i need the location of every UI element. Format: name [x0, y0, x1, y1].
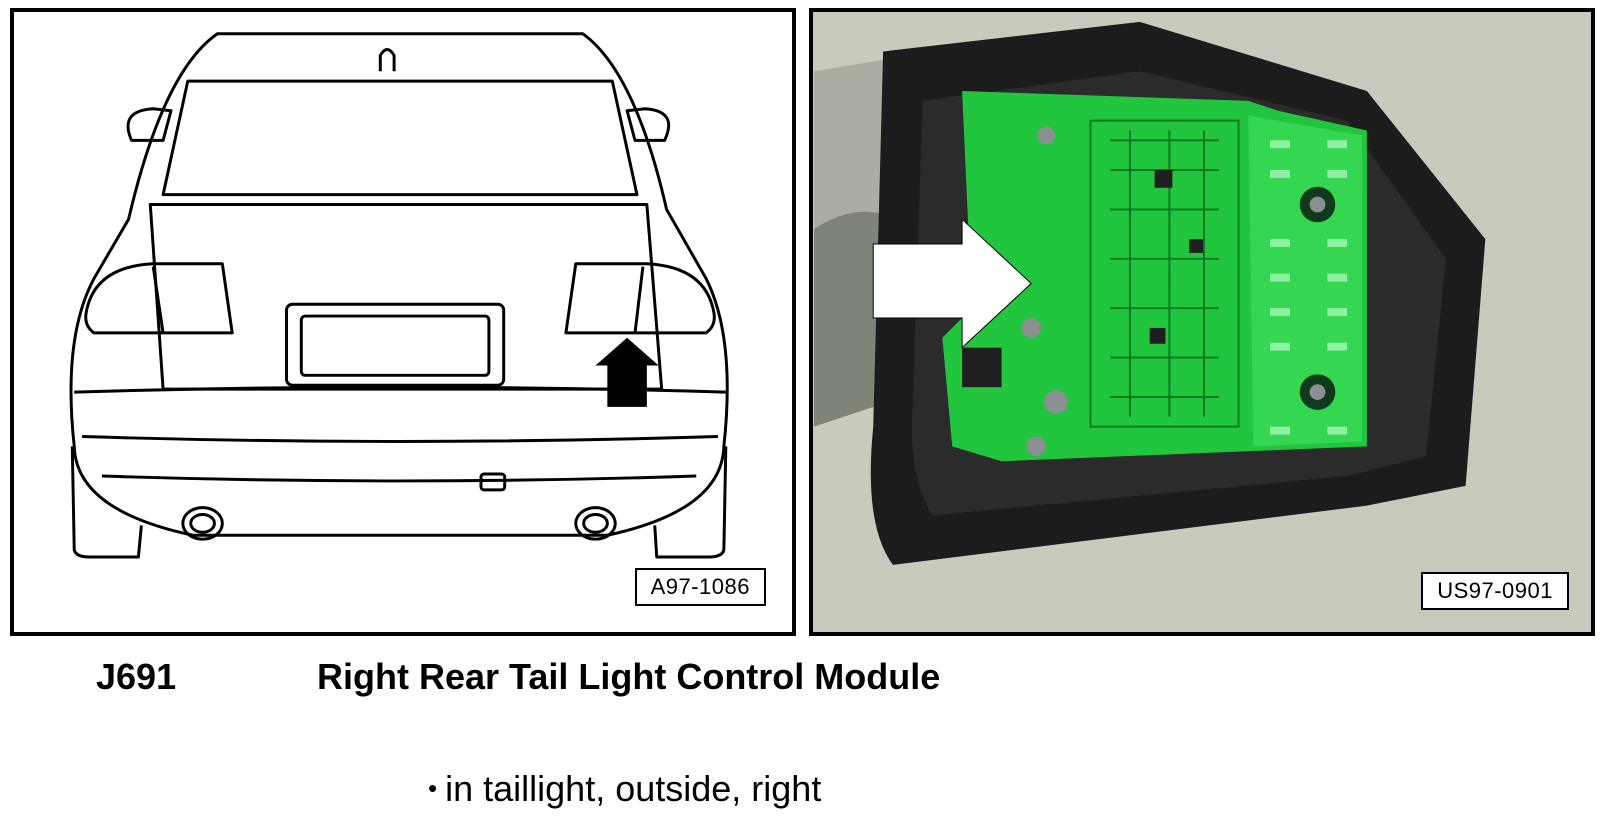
indicator-arrow: [595, 337, 659, 407]
location-note: •in taillight, outside, right: [428, 768, 821, 810]
car-rear-illustration: A97-1086: [10, 8, 796, 636]
figure-reference-right: US97-0901: [1421, 572, 1569, 610]
circuit-board-drawing: [814, 12, 1590, 632]
bullet-icon: •: [428, 773, 438, 803]
circuit-board-photo: US97-0901: [809, 8, 1595, 636]
component-code: J691: [96, 656, 177, 697]
indicator-arrow-white: [872, 218, 1032, 349]
location-text: in taillight, outside, right: [445, 768, 822, 809]
component-name: Right Rear Tail Light Control Module: [317, 656, 941, 697]
car-rear-drawing: [69, 32, 729, 559]
figure-reference-left: A97-1086: [634, 568, 766, 606]
